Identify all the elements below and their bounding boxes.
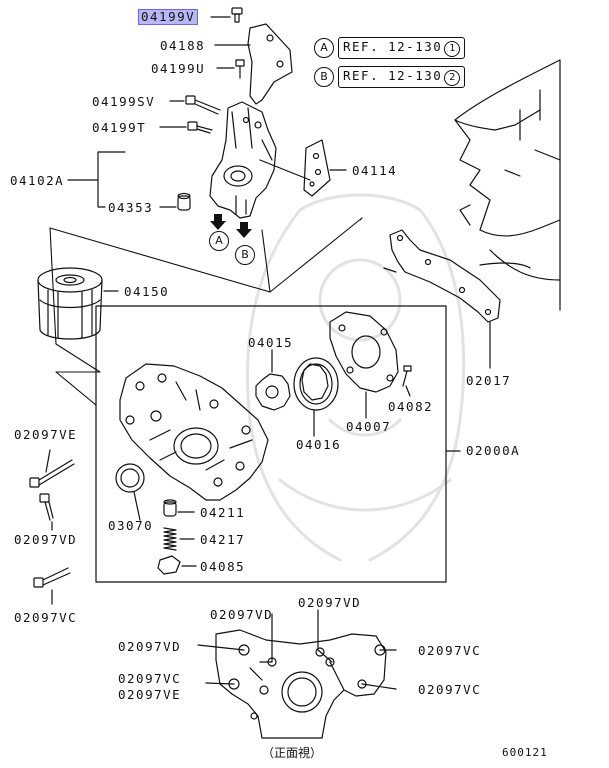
part-label-02097VE-left[interactable]: 02097VE	[14, 427, 78, 442]
part-label-02097VD-top2[interactable]: 02097VD	[298, 595, 362, 610]
arrow-a-glyph	[210, 214, 226, 230]
part-label-04082[interactable]: 04082	[388, 399, 434, 414]
part-label-04085[interactable]: 04085	[200, 559, 246, 574]
part-label-02097VC-left[interactable]: 02097VC	[14, 610, 78, 625]
part-label-04199V[interactable]: 04199V	[137, 9, 199, 25]
gasket-02017	[383, 229, 501, 369]
spring-04217	[163, 527, 195, 551]
part-label-02097VD-left[interactable]: 02097VD	[14, 532, 78, 547]
bolt-02097VC-left	[33, 567, 71, 605]
arrow-a-marker: A	[209, 231, 229, 251]
part-label-02097VC-right2[interactable]: 02097VC	[418, 682, 482, 697]
ref-a-marker: A	[314, 38, 334, 58]
bracket-04188	[214, 23, 293, 105]
part-label-02017[interactable]: 02017	[466, 373, 512, 388]
engine-block	[454, 59, 561, 311]
oil-pump-assembly-frame	[95, 305, 447, 583]
ref-a-text: REF. 12-130	[343, 39, 443, 54]
projection-lines	[49, 217, 363, 406]
plunger-04211	[163, 499, 195, 517]
part-label-04199T[interactable]: 04199T	[92, 120, 147, 135]
bolt-02097VE	[29, 449, 75, 488]
part-label-04007[interactable]: 04007	[346, 419, 392, 434]
part-label-02097VD-mid[interactable]: 02097VD	[118, 639, 182, 654]
pump-cover-04007	[329, 311, 399, 419]
part-label-04199SV[interactable]: 04199SV	[92, 94, 156, 109]
gasket-04114	[259, 139, 347, 197]
part-label-02097VC-midleft[interactable]: 02097VC	[118, 671, 182, 686]
plug-04353	[159, 192, 191, 211]
part-label-03070[interactable]: 03070	[108, 518, 154, 533]
oil-seal-03070	[115, 463, 145, 521]
ref-a-number: 1	[444, 41, 461, 57]
part-label-04188[interactable]: 04188	[160, 38, 206, 53]
front-view-pump	[215, 629, 387, 739]
bolt-04199V	[210, 7, 243, 23]
ref-b-number: 2	[444, 70, 461, 86]
plug-04085	[157, 555, 197, 575]
part-label-02097VD-top1[interactable]: 02097VD	[210, 607, 274, 622]
bolt-02097VD-left	[39, 493, 54, 531]
ref-b-marker: B	[314, 67, 334, 87]
filter-bracket-04102A	[67, 101, 277, 219]
oil-pump-body	[119, 363, 269, 501]
part-label-04211[interactable]: 04211	[200, 505, 246, 520]
part-label-04102A[interactable]: 04102A	[10, 173, 65, 188]
arrow-b-marker: B	[235, 245, 255, 265]
outer-rotor-04016	[293, 357, 339, 437]
ref-b-text: REF. 12-130	[343, 68, 443, 83]
arrow-b-glyph	[236, 222, 252, 238]
inner-rotor-04015	[255, 349, 291, 411]
bolt-04199U	[216, 59, 245, 79]
oil-filter-04150	[37, 267, 119, 340]
screw-04082	[402, 365, 412, 397]
part-label-04015[interactable]: 04015	[248, 335, 294, 350]
part-label-02000A[interactable]: 02000A	[466, 443, 521, 458]
bolt-04199T	[159, 121, 213, 134]
part-label-02097VE-midleft[interactable]: 02097VE	[118, 687, 182, 702]
front-view-caption: （正面視）	[262, 746, 323, 760]
part-label-04217[interactable]: 04217	[200, 532, 246, 547]
part-label-04114[interactable]: 04114	[352, 163, 398, 178]
part-label-04016[interactable]: 04016	[296, 437, 342, 452]
bolt-04199SV	[169, 95, 221, 115]
diagram-code: 600121	[502, 746, 548, 759]
part-label-04150[interactable]: 04150	[124, 284, 170, 299]
part-label-04199U[interactable]: 04199U	[151, 61, 206, 76]
front-view-leaders	[197, 609, 397, 690]
part-label-02097VC-right1[interactable]: 02097VC	[418, 643, 482, 658]
part-label-04353[interactable]: 04353	[108, 200, 154, 215]
watermark-logo	[245, 193, 466, 562]
